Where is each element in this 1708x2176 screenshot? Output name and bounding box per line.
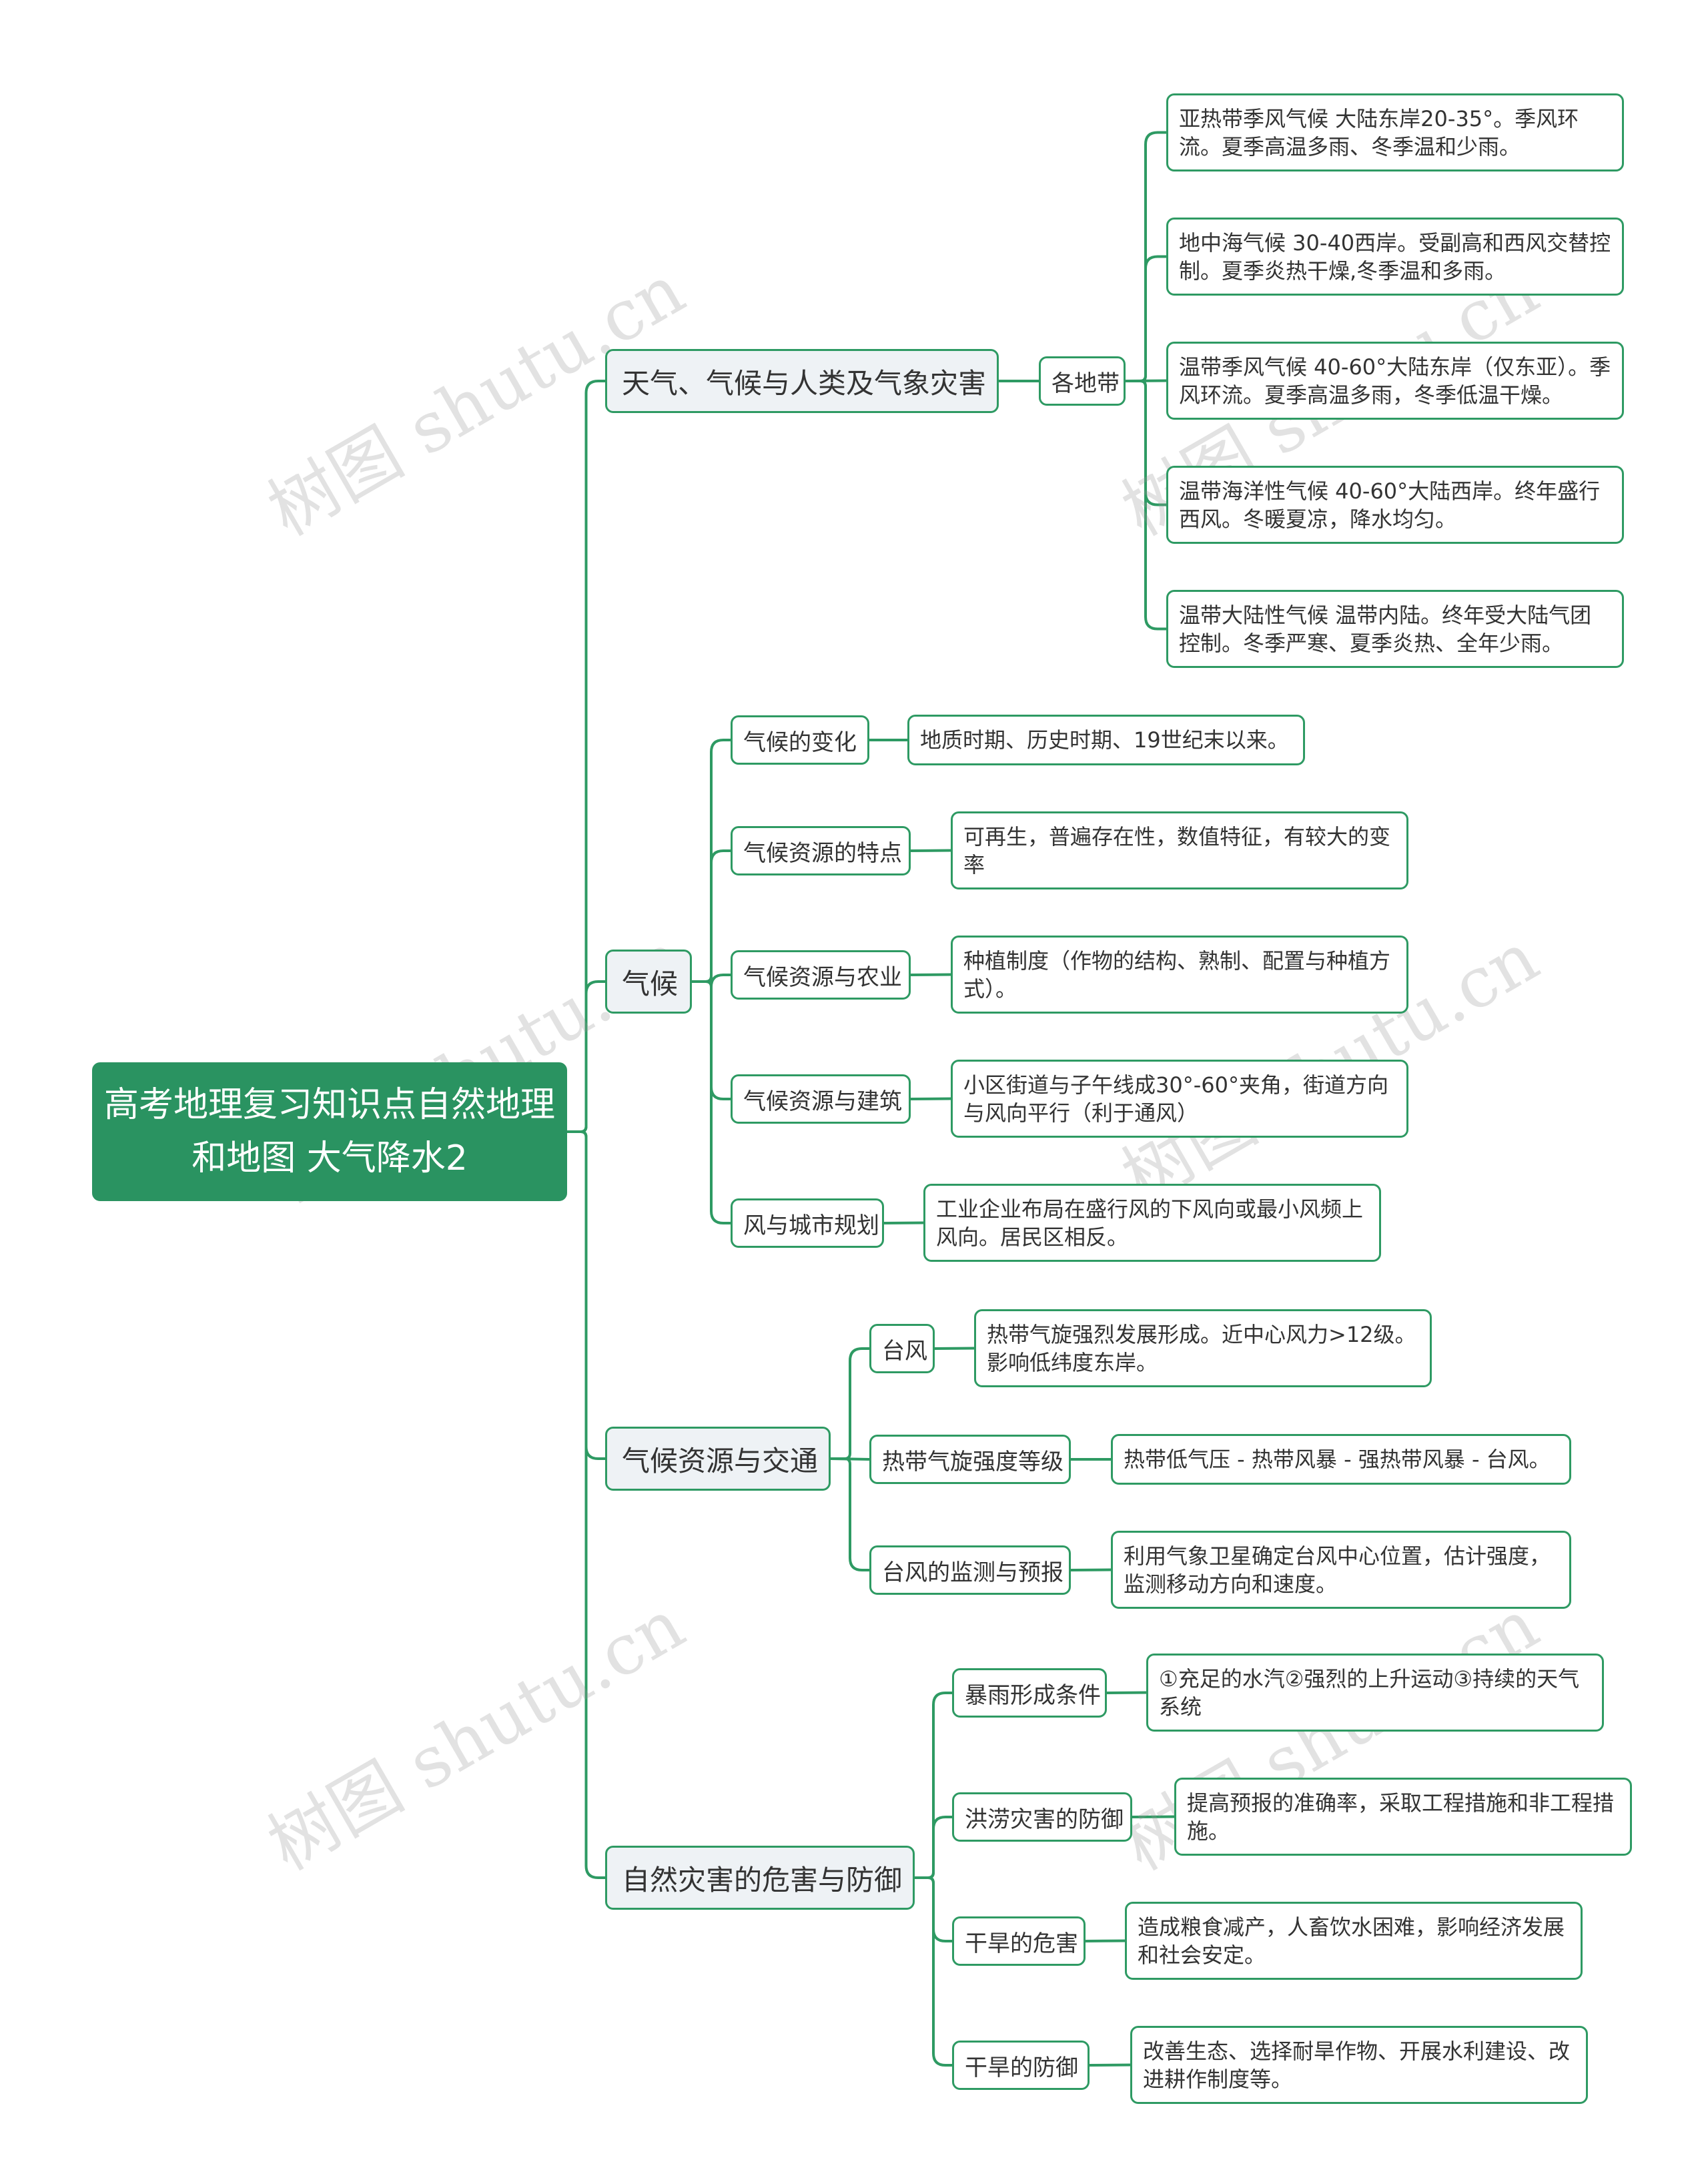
subtopic-climate-zones[interactable]: 各地带 (1039, 356, 1126, 406)
subtopic-label: 洪涝灾害的防御 (965, 1806, 1124, 1833)
branch-label: 天气、气候与人类及气象灾害 (622, 366, 987, 400)
connector-line (1085, 1939, 1126, 1942)
leaf-text: 工业企业布局在盛行风的下风向或最小风频上风向。居民区相反。 (936, 1196, 1364, 1250)
branch-weather-climate[interactable]: 天气、气候与人类及气象灾害 (605, 349, 999, 413)
connector-line (910, 973, 951, 976)
connector-line (1070, 1568, 1112, 1571)
leaf-note[interactable]: 造成粮食减产，人畜饮水困难，影响经济发展和社会安定。 (1125, 1902, 1583, 1980)
subtopic-label: 台风 (882, 1337, 927, 1365)
subtopic-label: 干旱的防御 (965, 2054, 1078, 2081)
connector-line (831, 1347, 869, 1460)
connector-line (567, 980, 605, 1133)
root-topic-label: 高考地理复习知识点自然地理和地图 大气降水2 (103, 1085, 555, 1178)
subtopic-climate-architecture[interactable]: 气候资源与建筑 (731, 1074, 911, 1124)
subtopic-label: 气候的变化 (743, 729, 857, 756)
subtopic-label: 干旱的危害 (965, 1930, 1078, 1957)
subtopic-typhoon-monitoring[interactable]: 台风的监测与预报 (869, 1545, 1071, 1595)
connector-line (692, 849, 731, 983)
subtopic-cyclone-intensity[interactable]: 热带气旋强度等级 (869, 1435, 1071, 1484)
branch-label: 自然灾害的危害与防御 (622, 1863, 903, 1896)
branch-climate-transport[interactable]: 气候资源与交通 (605, 1427, 831, 1491)
connector-line (1132, 1815, 1175, 1818)
connector-line (692, 980, 731, 1224)
connector-line (915, 1816, 952, 1879)
leaf-note[interactable]: 利用气象卫星确定台风中心位置，估计强度，监测移动方向和速度。 (1111, 1531, 1571, 1609)
subtopic-label: 气候资源与建筑 (743, 1088, 902, 1115)
subtopic-drought-defense[interactable]: 干旱的防御 (952, 2041, 1090, 2090)
subtopic-label: 暴雨形成条件 (965, 1682, 1101, 1709)
leaf-note[interactable]: 亚热带季风气候 大陆东岸20-35°。季风环流。夏季高温多雨、冬季温和少雨。 (1166, 93, 1624, 171)
leaf-text: 可再生，普遍存在性，数值特征，有较大的变率 (963, 823, 1391, 877)
leaf-note[interactable]: 温带大陆性气候 温带内陆。终年受大陆气团控制。冬季严寒、夏季炎热、全年少雨。 (1166, 590, 1624, 668)
subtopic-flood-defense[interactable]: 洪涝灾害的防御 (952, 1792, 1132, 1842)
leaf-note[interactable]: 可再生，普遍存在性，数值特征，有较大的变率 (951, 811, 1408, 889)
branch-label: 气候 (622, 967, 679, 1000)
connector-line (1126, 380, 1166, 631)
subtopic-label: 热带气旋强度等级 (882, 1448, 1063, 1475)
leaf-note[interactable]: 种植制度（作物的结构、熟制、配置与种植方式）。 (951, 936, 1408, 1014)
leaf-text: 造成粮食减产，人畜饮水困难，影响经济发展和社会安定。 (1138, 1914, 1565, 1968)
subtopic-label: 气候资源与农业 (743, 964, 902, 991)
subtopic-label: 风与城市规划 (743, 1212, 879, 1239)
leaf-text: 亚热带季风气候 大陆东岸20-35°。季风环流。夏季高温多雨、冬季温和少雨。 (1179, 105, 1579, 159)
leaf-text: ①充足的水汽②强烈的上升运动③持续的天气系统 (1159, 1666, 1580, 1720)
connector-line (910, 1097, 951, 1100)
leaf-text: 温带大陆性气候 温带内陆。终年受大陆气团控制。冬季严寒、夏季炎热、全年少雨。 (1179, 602, 1592, 656)
leaf-text: 种植制度（作物的结构、熟制、配置与种植方式）。 (963, 948, 1391, 1002)
connector-line (1089, 2063, 1131, 2067)
leaf-note[interactable]: 提高预报的准确率，采取工程措施和非工程措施。 (1174, 1778, 1632, 1856)
branch-label: 气候资源与交通 (622, 1444, 819, 1477)
leaf-text: 热带气旋强烈发展形成。近中心风力>12级。影响低纬度东岸。 (987, 1321, 1416, 1375)
leaf-note[interactable]: 温带季风气候 40-60°大陆东岸（仅东亚）。季风环流。夏季高温多雨，冬季低温干… (1166, 342, 1624, 420)
subtopic-climate-agriculture[interactable]: 气候资源与农业 (731, 950, 911, 1000)
connector-line (567, 1130, 605, 1879)
leaf-note[interactable]: 温带海洋性气候 40-60°大陆西岸。终年盛行西风。冬暖夏凉，降水均匀。 (1166, 466, 1624, 544)
leaf-text: 改善生态、选择耐旱作物、开展水利建设、改进耕作制度等。 (1143, 2038, 1571, 2092)
leaf-text: 地中海气候 30-40西岸。受副高和西风交替控制。夏季炎热干燥,冬季温和多雨。 (1179, 230, 1611, 284)
subtopic-climate-resource-features[interactable]: 气候资源的特点 (731, 826, 911, 875)
leaf-text: 热带低气压 - 热带风暴 - 强热带风暴 - 台风。 (1124, 1447, 1551, 1472)
leaf-text: 地质时期、历史时期、19世纪末以来。 (920, 727, 1289, 753)
leaf-note[interactable]: 工业企业布局在盛行风的下风向或最小风频上风向。居民区相反。 (923, 1184, 1381, 1262)
leaf-text: 利用气象卫星确定台风中心位置，估计强度，监测移动方向和速度。 (1124, 1543, 1551, 1597)
root-topic[interactable]: 高考地理复习知识点自然地理和地图 大气降水2 (92, 1062, 567, 1201)
subtopic-climate-change[interactable]: 气候的变化 (731, 715, 869, 765)
leaf-note[interactable]: 地质时期、历史时期、19世纪末以来。 (907, 715, 1305, 765)
leaf-note[interactable]: ①充足的水汽②强烈的上升运动③持续的天气系统 (1146, 1654, 1604, 1732)
subtopic-rainstorm-conditions[interactable]: 暴雨形成条件 (952, 1668, 1107, 1718)
leaf-text: 小区街道与子午线成30°-60°夹角，街道方向与风向平行（利于通风） (963, 1072, 1388, 1126)
leaf-note[interactable]: 热带低气压 - 热带风暴 - 强热带风暴 - 台风。 (1111, 1434, 1571, 1485)
connector-line (1106, 1691, 1147, 1694)
leaf-note[interactable]: 热带气旋强烈发展形成。近中心风力>12级。影响低纬度东岸。 (974, 1309, 1432, 1387)
connector-line (883, 1221, 924, 1224)
leaf-note[interactable]: 小区街道与子午线成30°-60°夹角，街道方向与风向平行（利于通风） (951, 1060, 1408, 1138)
leaf-text: 温带海洋性气候 40-60°大陆西岸。终年盛行西风。冬暖夏凉，降水均匀。 (1179, 478, 1601, 532)
connector-line (915, 1876, 952, 2067)
branch-natural-disasters[interactable]: 自然灾害的危害与防御 (605, 1846, 915, 1910)
leaf-text: 提高预报的准确率，采取工程措施和非工程措施。 (1187, 1790, 1615, 1844)
subtopic-drought-harm[interactable]: 干旱的危害 (952, 1916, 1086, 1966)
connector-line (1126, 255, 1166, 382)
branch-climate[interactable]: 气候 (605, 950, 692, 1014)
subtopic-label: 台风的监测与预报 (882, 1559, 1063, 1586)
subtopic-label: 各地带 (1051, 370, 1120, 397)
leaf-note[interactable]: 地中海气候 30-40西岸。受副高和西风交替控制。夏季炎热干燥,冬季温和多雨。 (1166, 218, 1624, 296)
subtopic-label: 气候资源的特点 (743, 839, 902, 867)
leaf-note[interactable]: 改善生态、选择耐旱作物、开展水利建设、改进耕作制度等。 (1130, 2026, 1588, 2104)
subtopic-wind-urban-planning[interactable]: 风与城市规划 (731, 1198, 884, 1248)
subtopic-typhoon[interactable]: 台风 (869, 1324, 935, 1373)
leaf-text: 温带季风气候 40-60°大陆东岸（仅东亚）。季风环流。夏季高温多雨，冬季低温干… (1179, 354, 1611, 408)
connector-line (831, 1457, 869, 1571)
